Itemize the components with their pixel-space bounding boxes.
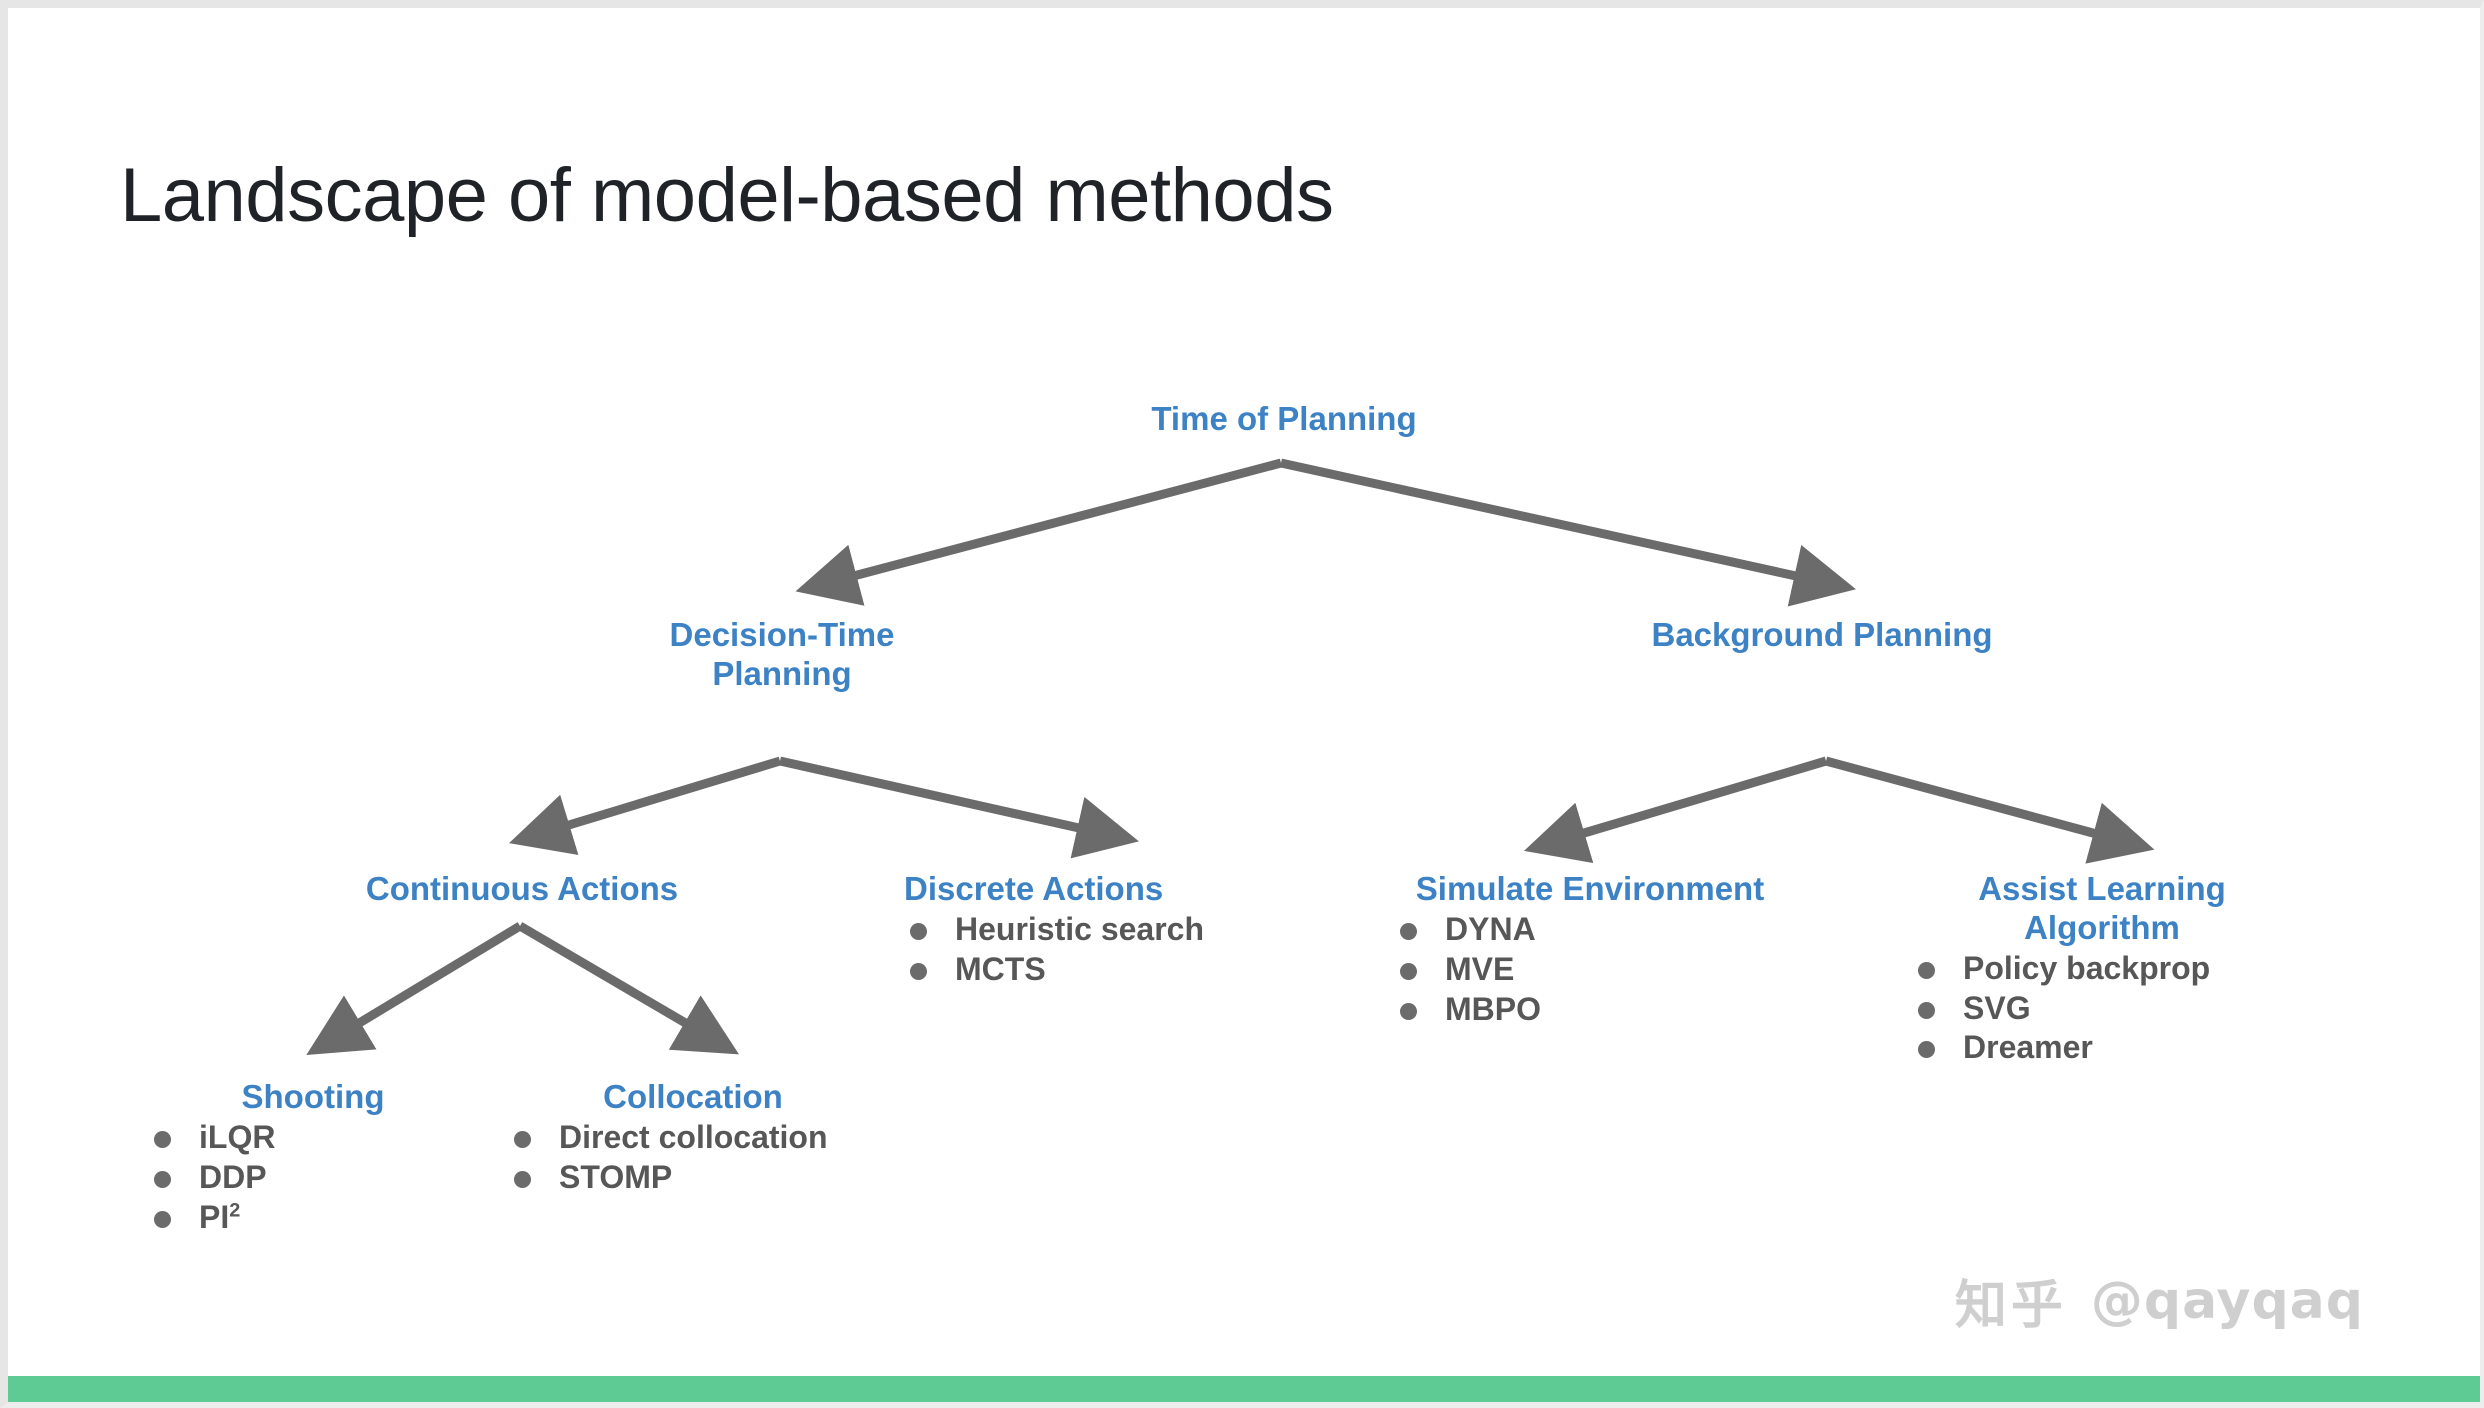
list-item-label: Policy backprop [1963, 949, 2211, 986]
bullet-list: iLQR DDP PI2 [154, 1119, 478, 1235]
list-item-label: Dreamer [1963, 1029, 2093, 1066]
arrow-root-to-decision [795, 458, 1283, 606]
watermark: 知乎 @qayqaq [1955, 1263, 2364, 1338]
arrow-continuous-to-collocation [517, 922, 740, 1055]
bullet-dot-icon [514, 1170, 531, 1188]
tree-node-decision-time-planning[interactable]: Decision-Time Planning [596, 616, 968, 694]
arrow-continuous-to-shooting [306, 922, 523, 1055]
list-item-label: Direct collocation [559, 1118, 828, 1155]
tree-node-label: Time of Planning [1151, 400, 1417, 437]
page-title: Landscape of model-based methods [120, 153, 1334, 238]
bullet-dot-icon [1400, 922, 1417, 940]
bullet-dot-icon [1400, 1002, 1417, 1020]
bullet-dot-icon [1918, 961, 1935, 979]
tree-node-collocation[interactable]: Collocation Direct collocation STOMP [508, 1078, 878, 1199]
tree-node-simulate-environment[interactable]: Simulate Environment DYNA MVE MBPO [1390, 870, 1790, 1030]
tree-node-label: Collocation [603, 1078, 783, 1115]
arrow-root-to-background [1280, 458, 1856, 607]
bullet-list: Direct collocation STOMP [514, 1119, 878, 1196]
list-item-label: SVG [1963, 989, 2031, 1026]
tree-node-label: Simulate Environment [1415, 870, 1765, 907]
slide-canvas: Landscape of model-based methods [8, 8, 2480, 1402]
arrow-decision-to-continuous [509, 756, 782, 856]
arrow-decision-to-discrete [779, 756, 1139, 859]
arrow-background-to-simulate [1523, 756, 1828, 864]
list-item-label: DDP [199, 1158, 267, 1195]
tree-node-time-of-planning[interactable]: Time of Planning [1054, 400, 1514, 439]
list-item: DDP [154, 1159, 478, 1196]
tree-node-discrete-actions[interactable]: Discrete Actions Heuristic search MCTS [904, 870, 1364, 991]
list-item: STOMP [514, 1159, 878, 1196]
list-item: SVG [1918, 990, 2304, 1027]
bullet-dot-icon [154, 1210, 171, 1228]
bullet-list: Policy backprop SVG Dreamer [1918, 950, 2304, 1066]
tree-node-label: Continuous Actions [365, 870, 679, 907]
list-item: Dreamer [1918, 1029, 2304, 1066]
tree-node-label: Shooting [241, 1078, 385, 1115]
list-item-label: PI2 [199, 1198, 241, 1235]
list-item: Heuristic search [910, 911, 1364, 948]
list-item: MBPO [1400, 991, 1790, 1028]
list-item-label: Heuristic search [955, 910, 1205, 947]
list-item: MCTS [910, 951, 1364, 988]
bottom-accent-bar [8, 1376, 2480, 1402]
list-item-label: DYNA [1445, 910, 1536, 947]
list-item: iLQR [154, 1119, 478, 1156]
list-item: PI2 [154, 1199, 478, 1236]
tree-node-background-planning[interactable]: Background Planning [1642, 616, 2002, 655]
list-item-label: STOMP [559, 1158, 673, 1195]
bullet-dot-icon [154, 1170, 171, 1188]
bullet-dot-icon [514, 1130, 531, 1148]
list-item-label: MBPO [1445, 990, 1541, 1027]
tree-node-assist-learning-algorithm[interactable]: Assist Learning Algorithm Policy backpro… [1900, 870, 2304, 1069]
tree-node-label: Discrete Actions [904, 870, 1164, 907]
list-item: Policy backprop [1918, 950, 2304, 987]
bullet-dot-icon [154, 1130, 171, 1148]
bullet-list: Heuristic search MCTS [910, 911, 1364, 988]
zhihu-logo-text: 知乎 [1954, 1276, 2067, 1336]
bullet-dot-icon [1918, 1001, 1935, 1019]
bullet-dot-icon [910, 922, 927, 940]
arrow-background-to-assist [1824, 756, 2155, 864]
tree-node-continuous-actions[interactable]: Continuous Actions [258, 870, 786, 909]
bullet-dot-icon [1400, 962, 1417, 980]
tree-node-label: Assist Learning Algorithm [1978, 870, 2226, 946]
list-item: DYNA [1400, 911, 1790, 948]
bullet-dot-icon [1918, 1041, 1935, 1059]
list-item-label: MCTS [955, 950, 1046, 987]
tree-node-label: Background Planning [1651, 616, 1993, 653]
bullet-dot-icon [910, 962, 927, 980]
bullet-list: DYNA MVE MBPO [1400, 911, 1790, 1027]
list-item: MVE [1400, 951, 1790, 988]
tree-node-shooting[interactable]: Shooting iLQR DDP PI2 [148, 1078, 478, 1238]
list-item: Direct collocation [514, 1119, 878, 1156]
watermark-handle: @qayqaq [2090, 1270, 2364, 1331]
list-item-label: MVE [1445, 950, 1515, 987]
tree-node-label: Decision-Time Planning [669, 616, 895, 692]
list-item-label: iLQR [199, 1118, 276, 1155]
